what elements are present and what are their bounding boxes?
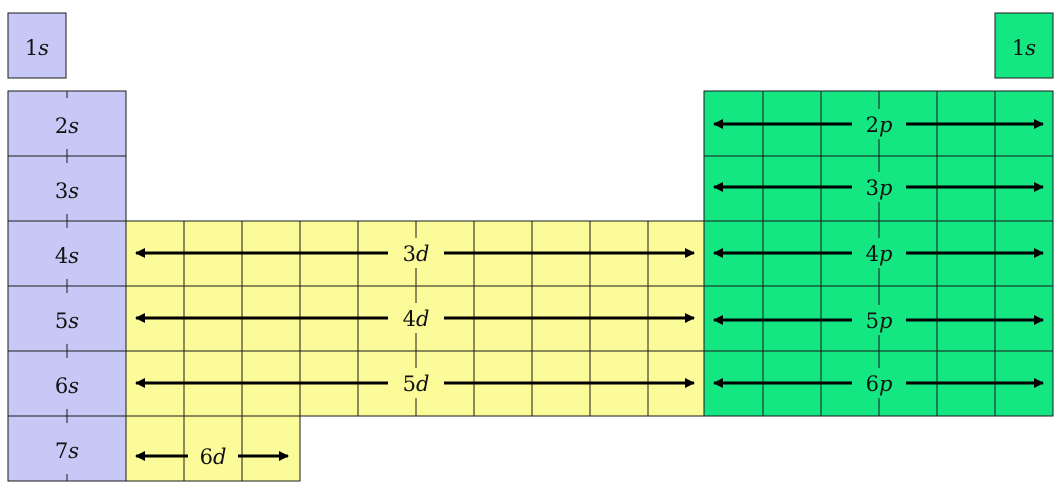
p-row-3p: 3p [713,172,1044,202]
s-cell-label: 5s [55,309,79,333]
p-row-2p: 2p [713,109,1044,139]
p-row-label: 3p [866,176,893,200]
s-block-cell: 6s [7,350,127,417]
p-side-isolated-label: 1s [1012,36,1036,60]
p-row-label: 6p [866,372,893,396]
s-block-cell: 5s [7,285,127,352]
p-row-5p: 5p [713,305,1044,335]
s-block-cell: 3s [7,155,127,222]
s-block-isolated-cell: 1s [7,12,67,79]
d-row-label: 3d [403,242,430,266]
p-row-6p: 6p [713,368,1044,398]
s-block-column: 2s 3s 4s 5s 6s 7s [7,90,127,482]
d-row-4d: 4d [135,303,695,333]
s-block-cell: 2s [7,90,127,157]
p-row-label: 2p [866,113,893,137]
s-cell-label: 3s [55,179,79,203]
p-row-label: 5p [866,309,893,333]
d-row-label: 4d [403,307,430,331]
s-isolated-label: 1s [25,36,49,60]
p-side-isolated-cell: 1s [994,12,1054,79]
p-row-4p: 4p [713,238,1044,268]
s-cell-label: 4s [55,244,79,268]
d-row-5d: 5d [135,368,695,398]
p-row-label: 4p [866,242,893,266]
d-row-6d: 6d [135,441,289,471]
s-block-cell: 7s [7,415,127,482]
d-row-label: 6d [200,445,227,469]
d-row-label: 5d [403,372,430,396]
s-cell-label: 2s [55,114,79,138]
s-cell-label: 7s [55,439,79,463]
s-cell-label: 6s [55,374,79,398]
s-block-cell: 4s [7,220,127,287]
d-row-3d: 3d [135,238,695,268]
